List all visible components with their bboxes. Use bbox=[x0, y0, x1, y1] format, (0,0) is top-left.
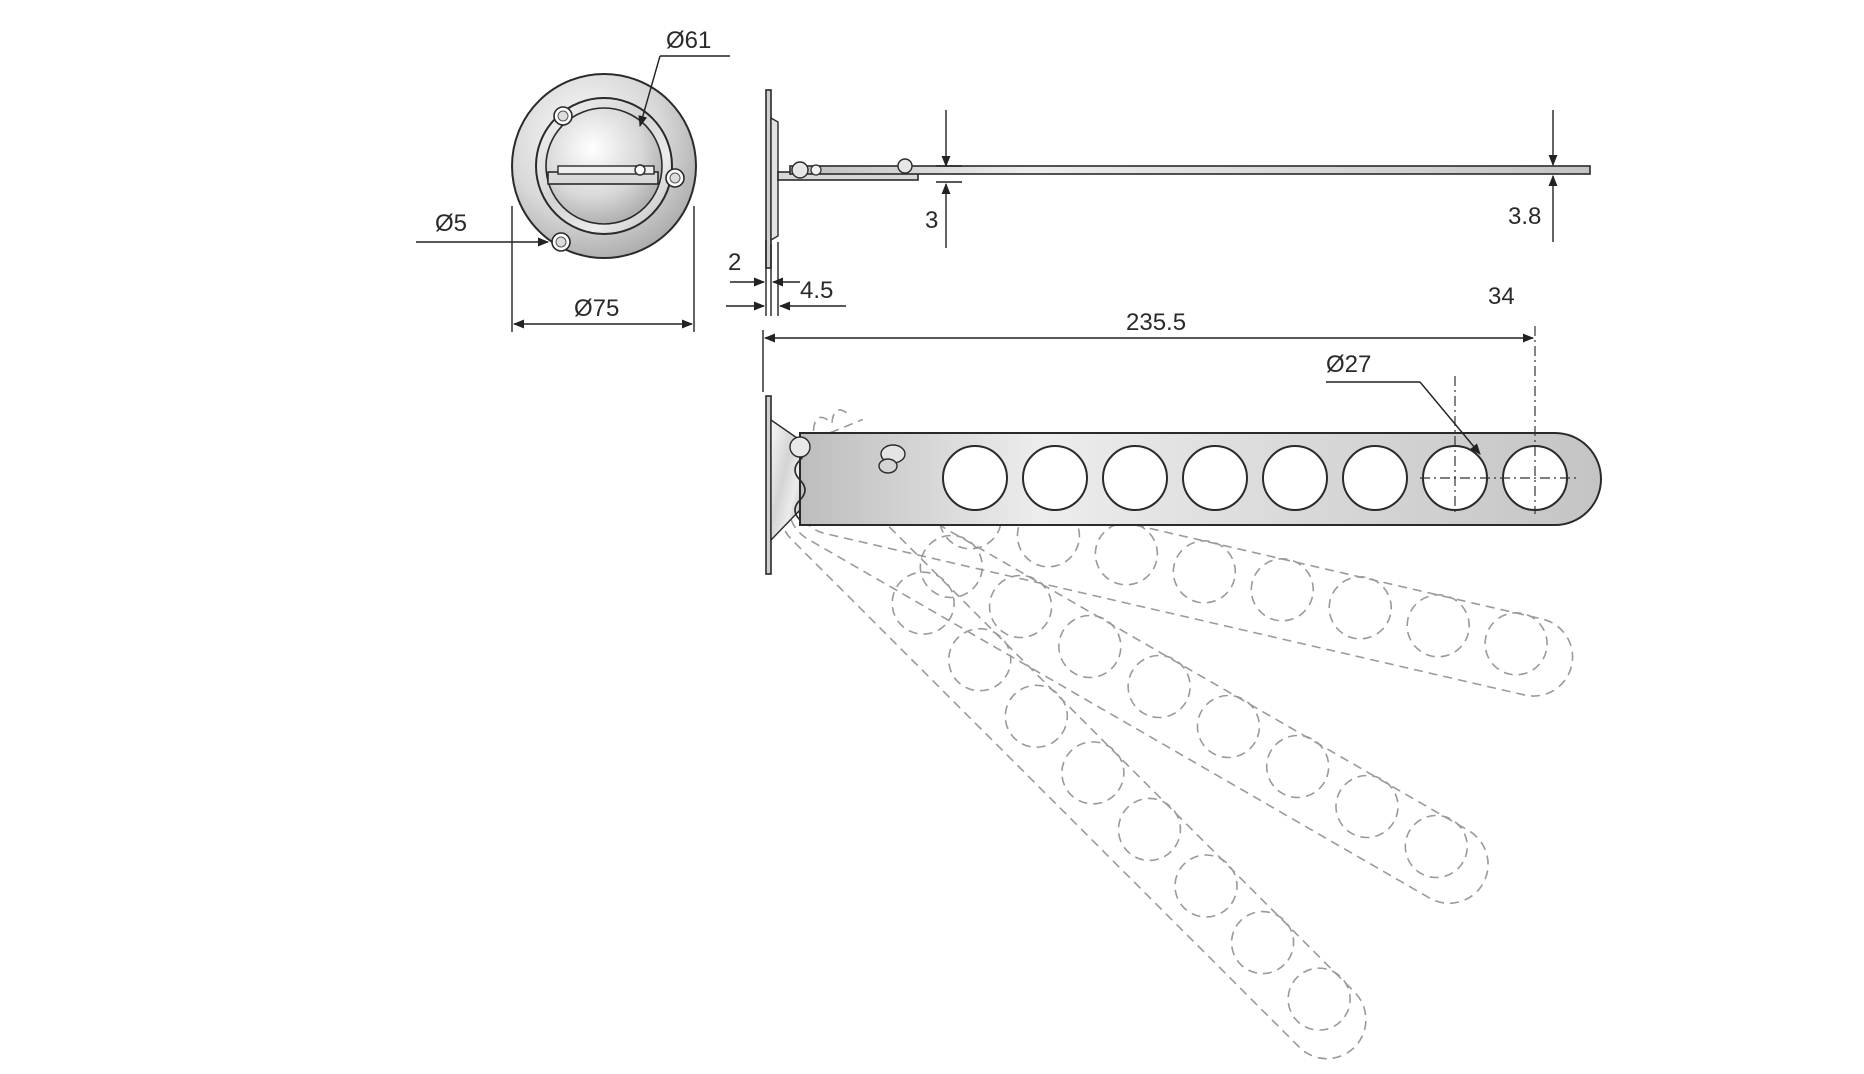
dim-plate-thickness: 2 bbox=[728, 249, 741, 276]
dim-arm-length: 235.5 bbox=[1126, 309, 1186, 336]
dim-base-thickness: 3 bbox=[925, 207, 938, 234]
hanger-hole bbox=[1342, 445, 1408, 511]
hanger-hole bbox=[1022, 445, 1088, 511]
dim-inner-diameter: Ø61 bbox=[666, 27, 711, 54]
wall-plate-top bbox=[765, 395, 772, 575]
pivot-rivets bbox=[878, 444, 906, 474]
hanger-hole bbox=[1262, 445, 1328, 511]
arm-side bbox=[789, 165, 1591, 175]
screw-hole bbox=[551, 232, 571, 252]
dim-arm-width: 34 bbox=[1488, 283, 1515, 310]
front-view: Ø61 Ø5 Ø75 bbox=[416, 27, 730, 332]
dim-outer-diameter: Ø75 bbox=[574, 295, 619, 322]
wall-plate-side bbox=[765, 89, 772, 269]
dim-hole-diameter: Ø27 bbox=[1326, 351, 1371, 378]
dim-screw-hole-diameter: Ø5 bbox=[435, 210, 467, 237]
hanger-hole bbox=[1182, 445, 1248, 511]
swing-ghost-3 bbox=[779, 472, 1367, 1060]
top-view: 235.5 Ø27 bbox=[762, 309, 1602, 1060]
dim-plate-offset: 4.5 bbox=[800, 277, 833, 304]
side-view: 3 3.8 2 4.5 34 bbox=[726, 89, 1591, 316]
hanger-hole bbox=[942, 445, 1008, 511]
hanger-hole bbox=[1102, 445, 1168, 511]
screw-hole bbox=[553, 106, 573, 126]
screw-hole bbox=[665, 168, 685, 188]
dim-arm-thickness: 3.8 bbox=[1508, 203, 1541, 230]
